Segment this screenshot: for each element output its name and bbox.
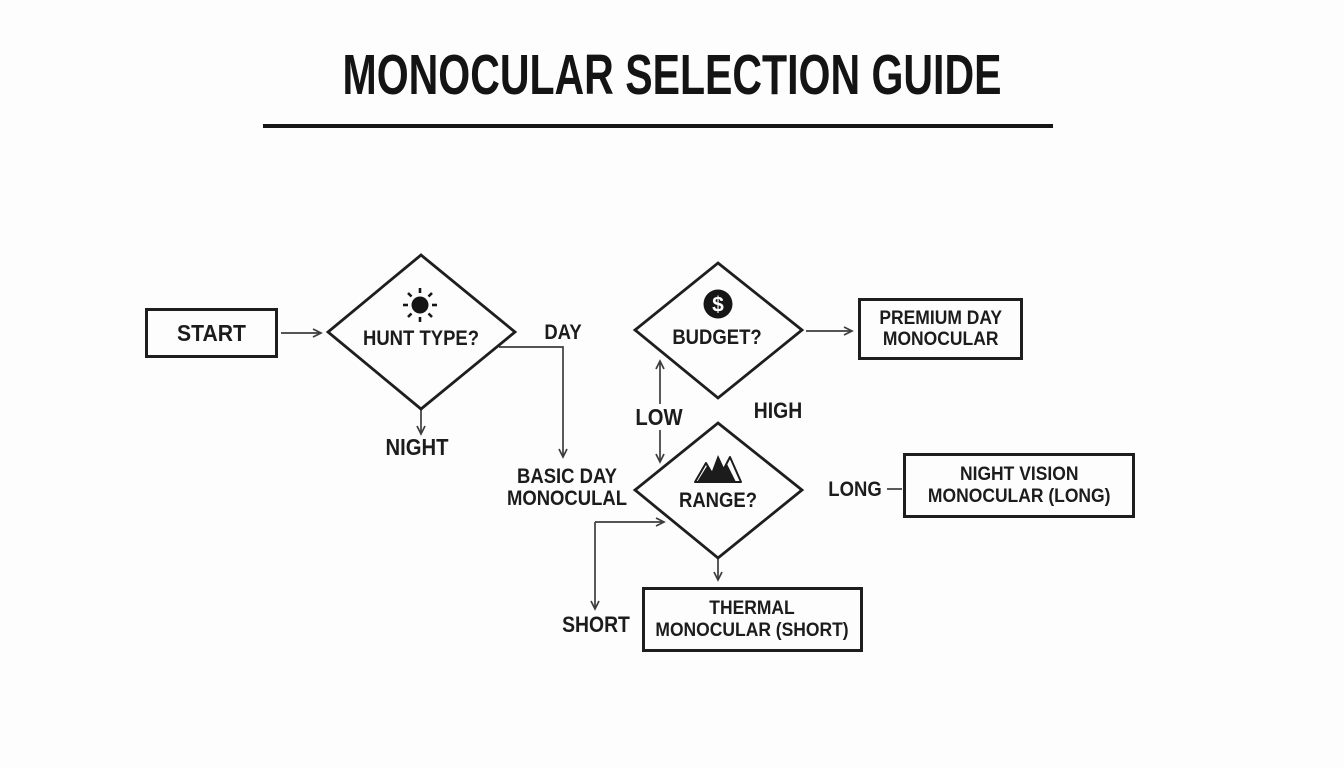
result-premium-day-box: PREMIUM DAY MONOCULAR xyxy=(858,298,1023,360)
budget-label: BUDGET? xyxy=(672,326,762,349)
edge-label-high: HIGH xyxy=(753,398,803,423)
edge-label-low: LOW xyxy=(635,404,683,430)
hunt-type-diamond xyxy=(325,253,518,411)
edge-label-short: SHORT xyxy=(562,612,630,637)
result-basic-day-line2: MONOCULAL xyxy=(506,487,628,510)
dollar-glyph: $ xyxy=(712,294,724,317)
result-thermal-box: THERMAL MONOCULAR (SHORT) xyxy=(642,587,863,652)
dollar-icon: $ xyxy=(703,289,733,319)
result-night-vision-line2: MONOCULAR (LONG) xyxy=(927,485,1111,507)
result-night-vision-box: NIGHT VISION MONOCULAR (LONG) xyxy=(903,453,1135,518)
start-node: START xyxy=(145,308,278,358)
range-diamond xyxy=(632,421,805,560)
result-basic-day: BASIC DAY MONOCULAL xyxy=(507,466,627,510)
hunt-type-label: HUNT TYPE? xyxy=(362,327,480,350)
result-premium-day-line1: PREMIUM DAY xyxy=(879,308,1002,329)
result-thermal-line2: MONOCULAR (SHORT) xyxy=(655,619,850,641)
title-underline xyxy=(263,124,1053,128)
page-title: MONOCULAR SELECTION GUIDE xyxy=(342,43,1002,107)
range-label: RANGE? xyxy=(678,489,758,512)
day-elbow-arrow xyxy=(499,346,568,459)
start-label: START xyxy=(177,319,246,346)
edge-label-long: LONG xyxy=(828,478,882,501)
edge-label-day: DAY xyxy=(544,321,582,344)
edge-label-night: NIGHT xyxy=(385,434,449,460)
sun-icon xyxy=(403,288,437,322)
result-basic-day-line1: BASIC DAY xyxy=(517,465,617,488)
mountains-icon xyxy=(694,455,742,483)
result-night-vision-line1: NIGHT VISION xyxy=(959,463,1079,485)
result-premium-day-line2: MONOCULAR xyxy=(882,329,999,350)
budget-diamond xyxy=(632,261,805,400)
result-thermal-line1: THERMAL xyxy=(709,597,796,619)
